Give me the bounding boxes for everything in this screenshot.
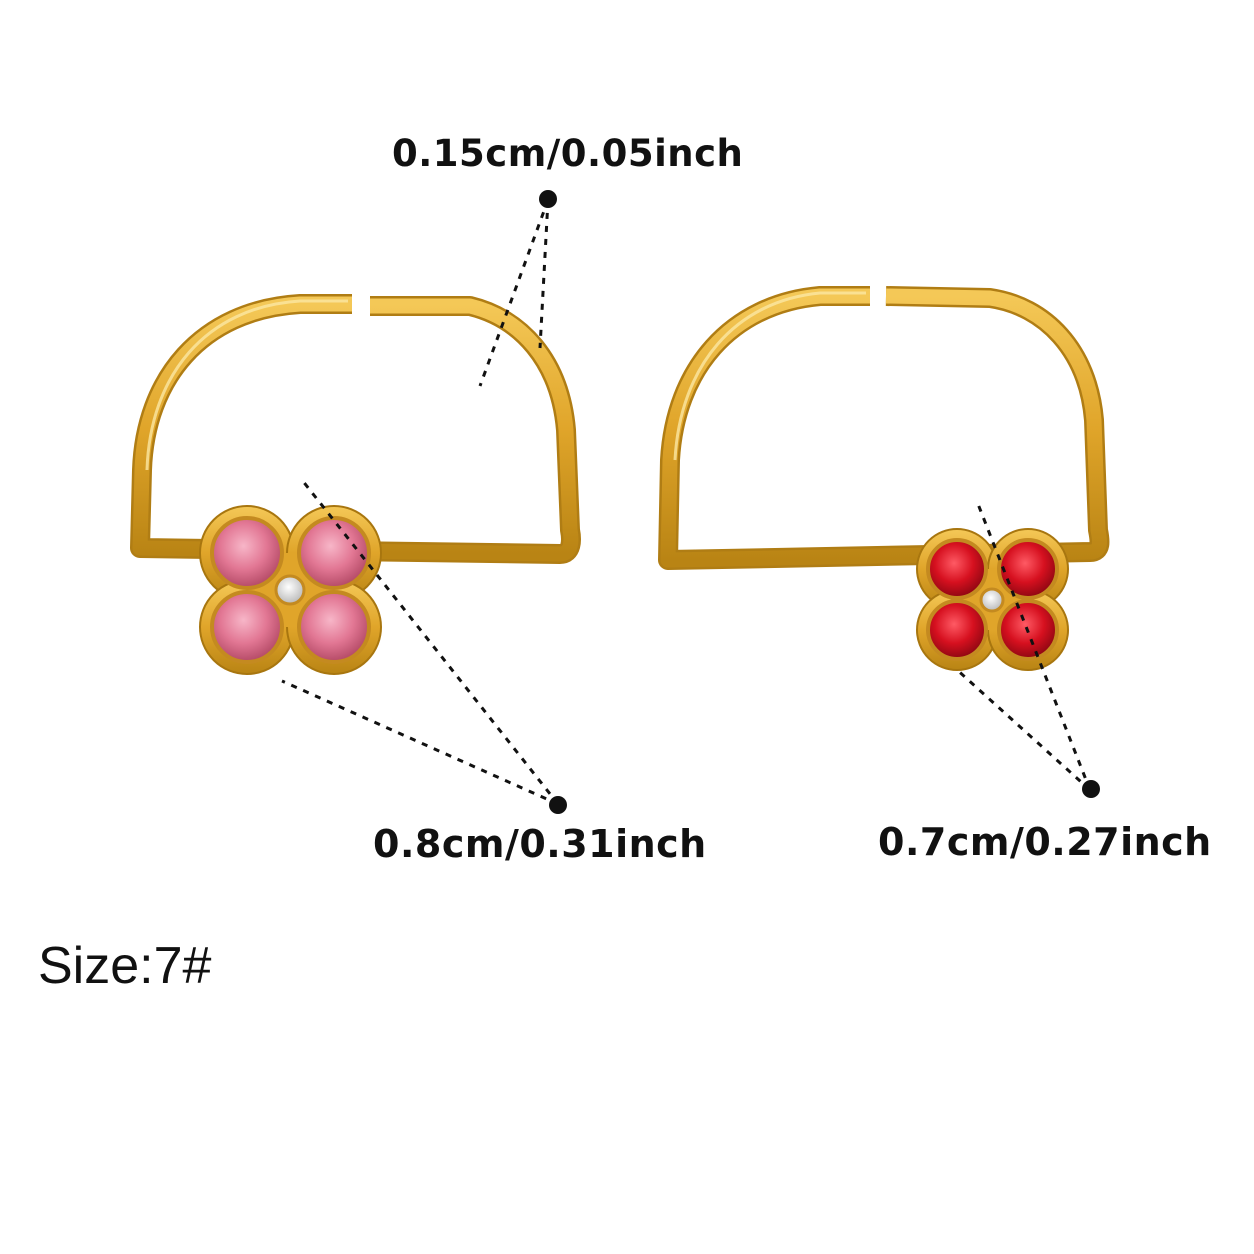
clear-stone: [979, 587, 1005, 613]
right-flower-width-label: 0.7cm/0.27inch: [878, 820, 1212, 864]
ring-size-label: Size:7#: [38, 937, 212, 995]
pink-stone: [210, 516, 284, 590]
pink-stone: [210, 590, 284, 664]
red-stone: [926, 599, 988, 661]
red-stone: [997, 538, 1059, 600]
red-stone: [926, 538, 988, 600]
right-ring-band: [658, 286, 1110, 570]
dimension-lines: [281, 199, 1092, 806]
clear-stone: [274, 574, 306, 606]
right-red-stones: [926, 538, 1059, 661]
pink-stone: [297, 516, 371, 590]
left-pink-stones: [210, 516, 371, 664]
pink-stone: [297, 590, 371, 664]
left-flower-width-label: 0.8cm/0.31inch: [373, 822, 707, 866]
band-thickness-label: 0.15cm/0.05inch: [392, 132, 744, 175]
left-ring-band: [130, 294, 581, 564]
dimension-dots: [539, 190, 1100, 814]
